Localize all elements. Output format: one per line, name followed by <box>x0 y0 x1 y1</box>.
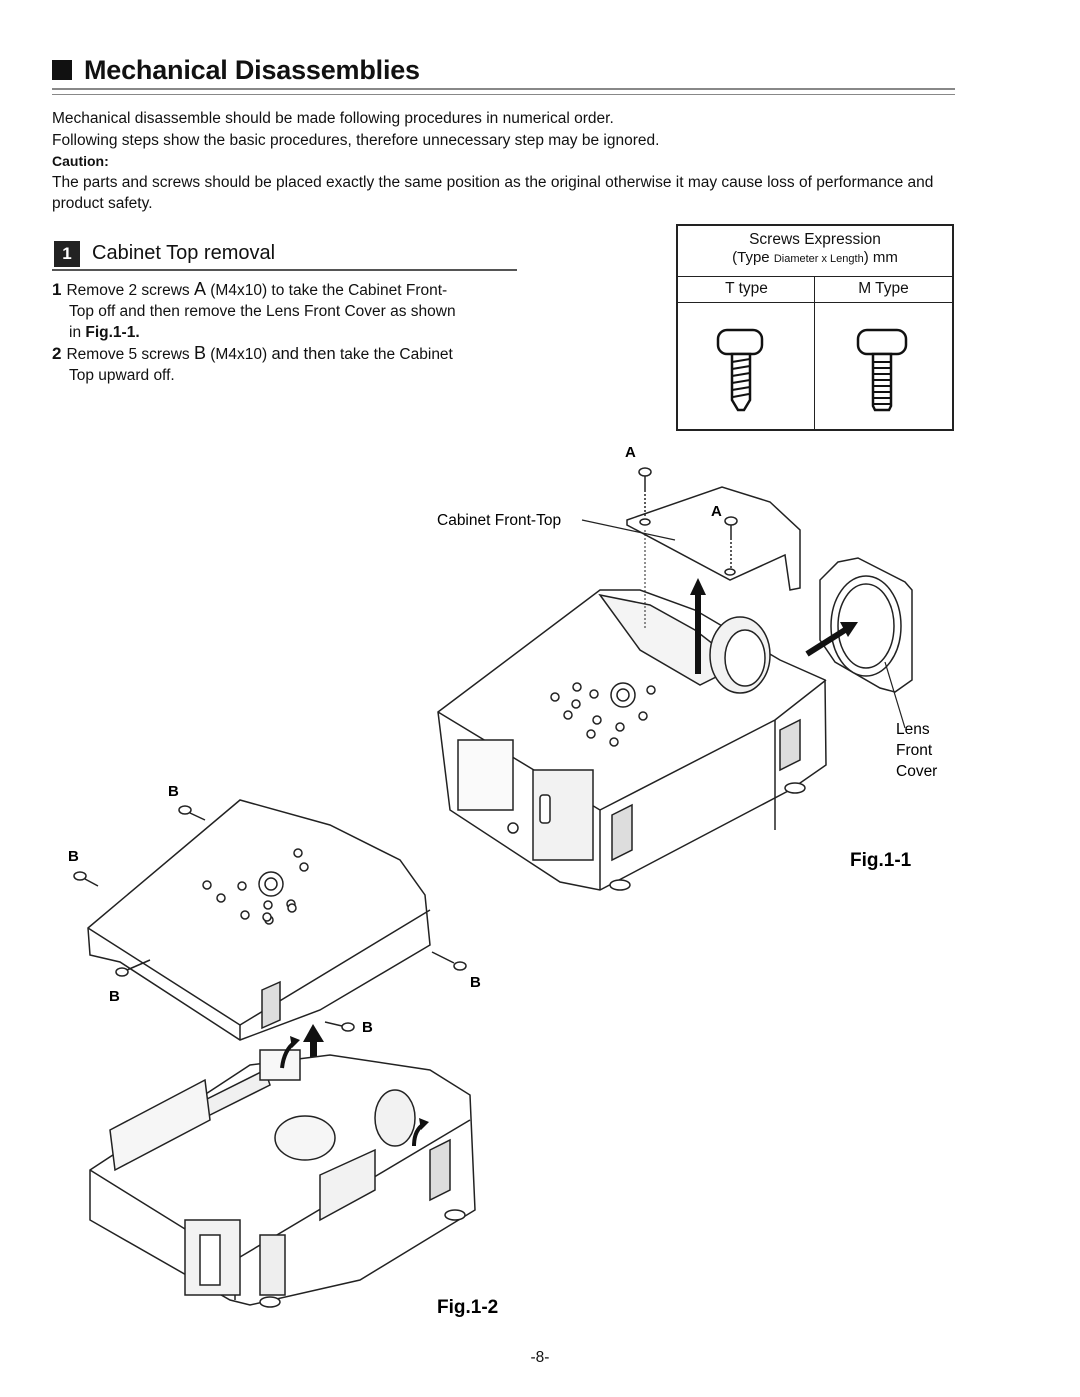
screws-sub-open: (Type <box>732 249 774 266</box>
page-number: -8- <box>530 1349 550 1366</box>
chassis-part <box>89 1049 476 1308</box>
caution-text: The parts and screws should be placed ex… <box>52 174 934 212</box>
fig1-1-projector <box>437 589 827 891</box>
step-1-line-3: in Fig.1-1. <box>52 322 522 343</box>
section-number-badge: 1 <box>54 241 80 267</box>
label-lens: Lens <box>896 721 930 738</box>
screws-sub-small: Diameter x Length <box>773 253 864 265</box>
m-type-screw-icon <box>856 328 908 412</box>
intro-line-1: Mechanical disassemble should be made fo… <box>52 110 614 127</box>
label-b-2: B <box>68 848 79 865</box>
screw-icons <box>716 328 908 412</box>
lift-arrow-fig1-1 <box>690 578 706 674</box>
screws-expression-table: Screws Expression (Type Diameter x Lengt… <box>676 224 954 431</box>
curved-arrow-head-2 <box>419 1118 429 1130</box>
lens-front-cover-part <box>819 557 913 693</box>
label-b-4: B <box>470 974 481 991</box>
step-1-fig-ref: Fig.1-1. <box>85 324 140 341</box>
lens-cover-arrow <box>805 622 858 657</box>
label-a-lower: A <box>711 503 722 520</box>
screws-table-header: Screws Expression (Type Diameter x Lengt… <box>678 226 952 277</box>
screw-a-lower <box>724 516 738 570</box>
disassembly-illustration: A A Cabinet Front-Top Lens Front Cover F… <box>68 444 937 1318</box>
fig1-2-caption: Fig.1-2 <box>437 1297 498 1318</box>
screw-b-icons <box>73 805 467 1032</box>
screw-a-upper <box>638 467 652 518</box>
title-rule <box>52 88 955 95</box>
label-b-3: B <box>109 988 120 1005</box>
label-b-1: B <box>168 783 179 800</box>
step-1-screw-letter: A <box>193 279 206 299</box>
curved-arrow-head-1 <box>290 1036 300 1048</box>
section-rule <box>52 269 517 271</box>
step-2-text-b: (M4x10) <box>205 346 272 363</box>
step-1-number: 1 <box>52 280 62 299</box>
page-title: Mechanical Disassemblies <box>84 54 420 85</box>
label-cabinet-front-top: Cabinet Front-Top <box>437 512 561 529</box>
label-a-upper: A <box>625 444 636 461</box>
step-2-and-then: and then <box>271 345 336 363</box>
screws-table-divider <box>814 276 815 429</box>
step-1-text-b: (M4x10) to take the Cabinet Front- <box>205 282 448 299</box>
leader-cabinet-front-top <box>581 519 676 541</box>
leader-lens-cover <box>884 661 906 729</box>
section-title: Cabinet Top removal <box>92 242 276 264</box>
step-1-text-c: Top off and then remove the Lens Front C… <box>69 303 456 320</box>
step-2-number: 2 <box>52 344 62 363</box>
t-type-screw-icon <box>716 328 764 412</box>
label-b-5: B <box>362 1019 373 1036</box>
intro-line-2: Following steps show the basic procedure… <box>52 132 660 149</box>
page-title-row: Mechanical Disassemblies <box>52 50 420 90</box>
step-1-text-a: Remove 2 screws <box>66 282 194 299</box>
screws-table-subheading: (Type Diameter x Length) mm <box>678 249 952 266</box>
caution-label: Caution: <box>52 153 109 169</box>
label-cover: Cover <box>896 763 937 780</box>
step-1-text-d: in <box>69 324 86 341</box>
cabinet-front-top-part <box>626 486 801 591</box>
step-2-text-d: Top upward off. <box>69 367 175 384</box>
screws-table-heading: Screws Expression <box>749 231 881 248</box>
fig1-1-caption: Fig.1-1 <box>850 850 912 871</box>
col-t-type: T type <box>725 280 768 297</box>
title-bullet-square <box>52 60 72 80</box>
step-2-text-c: take the Cabinet <box>335 346 453 363</box>
screws-sub-close: ) mm <box>863 249 898 266</box>
col-m-type: M Type <box>858 280 909 297</box>
label-front: Front <box>896 742 933 759</box>
step-2-text-a: Remove 5 screws <box>66 346 194 363</box>
screws-table-columns: T type M Type <box>678 276 952 303</box>
step-2-screw-letter: B <box>193 343 206 363</box>
cabinet-top-part <box>87 799 431 1041</box>
